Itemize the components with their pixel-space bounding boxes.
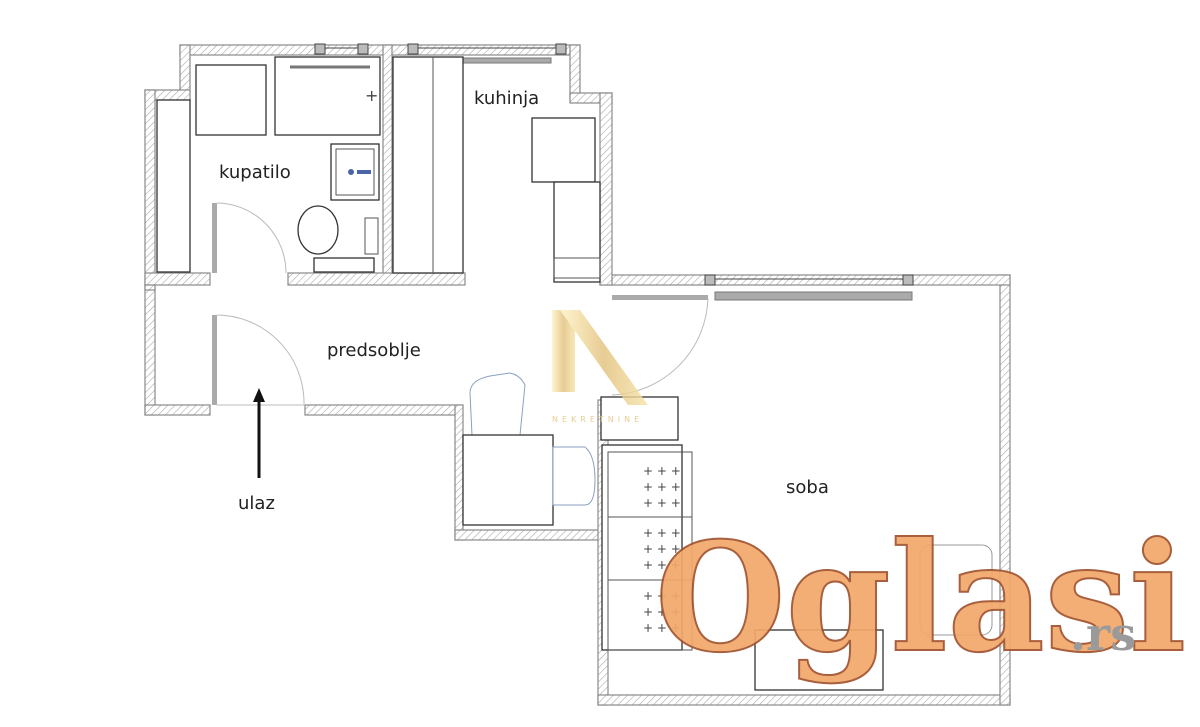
svg-text:+ + +: + + + <box>643 558 681 572</box>
entrance-arrow-icon <box>253 388 265 478</box>
svg-text:NEKRETNINE: NEKRETNINE <box>552 415 643 424</box>
svg-text:+ + +: + + + <box>643 621 681 635</box>
svg-text:+ + +: + + + <box>643 542 681 556</box>
svg-text:+ + +: + + + <box>643 464 681 478</box>
oglasi-logo-domain: .rs <box>1070 607 1136 661</box>
room-furniture: + + + + + + + + + + + + + + + + + + + + + + +… <box>462 372 993 691</box>
entrance-label: ulaz <box>238 493 275 514</box>
cushion-marks: + + + + + + + + + + + + + + + + + + + + + + +… <box>643 464 681 635</box>
svg-text:+ + +: + + + <box>643 589 681 603</box>
bathroom-fixtures: + <box>156 56 381 273</box>
room-label-kitchen: kuhinja <box>474 88 539 109</box>
svg-text:+ + +: + + + <box>643 526 681 540</box>
room-label-hallway: predsoblje <box>327 340 421 361</box>
room-label-bathroom: kupatilo <box>219 162 291 183</box>
svg-text:+ + +: + + + <box>643 480 681 494</box>
svg-text:+ + +: + + + <box>643 496 681 510</box>
svg-text:+: + <box>365 86 378 105</box>
svg-text:+ + +: + + + <box>643 605 681 619</box>
room-label-room: soba <box>786 477 829 498</box>
oglasi-logo: Oglasi <box>655 510 1186 686</box>
kitchen-fixtures <box>392 56 601 283</box>
agency-watermark: NEKRETNINE <box>552 310 648 424</box>
